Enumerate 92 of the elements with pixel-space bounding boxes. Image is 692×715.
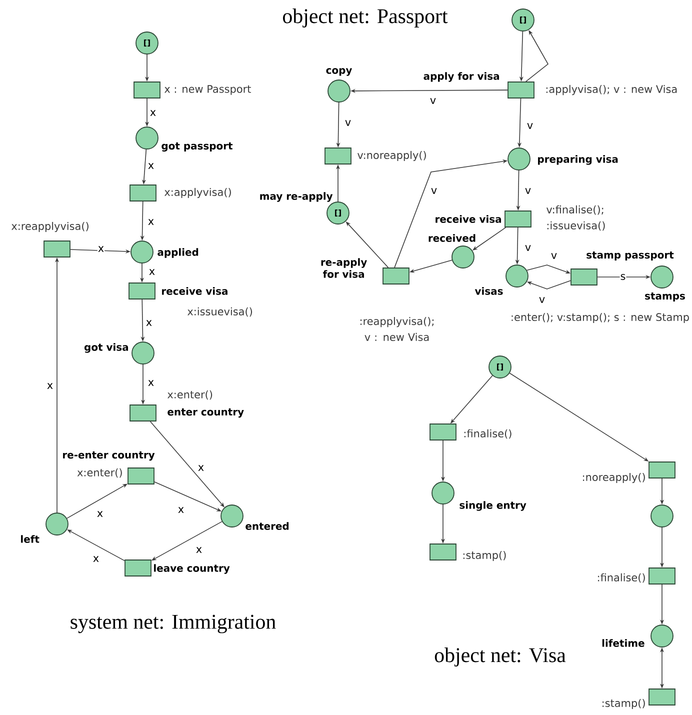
edge-label: x: [148, 268, 156, 276]
edge-label: s: [620, 274, 626, 280]
place-circle: [506, 264, 528, 288]
edge-label: x: [149, 110, 157, 116]
transition-box: [430, 544, 456, 560]
edge-label: v: [524, 244, 532, 252]
place-circle: [136, 126, 158, 150]
node-label: may re-apply: [260, 192, 333, 202]
place-circle: [130, 240, 154, 264]
edge-label: v: [550, 252, 558, 260]
transition-box: [130, 404, 156, 422]
node-label: enter country: [168, 408, 244, 418]
transition-box: [508, 82, 534, 98]
place-circle: [328, 80, 350, 102]
node-label: x:reapplyvisa(): [12, 222, 88, 232]
edge-label: x: [147, 218, 155, 226]
node-label: v:noreapply(): [358, 150, 426, 162]
place-circle: [650, 624, 674, 648]
edge-label: x: [92, 556, 100, 562]
place-circle: [46, 512, 68, 536]
node-label: left: [21, 535, 40, 543]
edge-label: x: [197, 464, 205, 472]
place-circle: [132, 342, 154, 364]
node-label: receive visa: [436, 215, 501, 223]
node-label: :finalise(): [598, 573, 645, 583]
node-label: receive visa: [162, 287, 228, 295]
edge-label: x: [195, 546, 203, 554]
edge-label: x: [177, 506, 185, 514]
node-label: x:enter(): [168, 390, 212, 400]
edge-label: v: [344, 120, 352, 126]
node-label: x : new Passport: [164, 85, 251, 95]
node-label: lifetime: [602, 639, 644, 647]
node-label: :stamp(): [602, 698, 645, 710]
edge-label: v: [538, 296, 546, 304]
edge-label: x: [147, 380, 155, 386]
transition-box: [382, 268, 410, 284]
edge-label: x: [147, 162, 155, 170]
place-circle: [650, 504, 674, 528]
net-title: object net: Visa: [434, 648, 566, 666]
node-label: applied: [158, 248, 198, 258]
node-label: :reapplyvisa(); v : new Visa: [360, 317, 434, 342]
transition-box: [44, 240, 70, 258]
transition-box: [324, 148, 352, 164]
node-label: stamp passport: [586, 251, 674, 261]
node-label: got visa: [84, 343, 128, 353]
net-title: system net: Immigration: [70, 614, 276, 634]
node-label: preparing visa: [538, 155, 618, 165]
transition-box: [430, 424, 456, 440]
node-label: single entry: [460, 501, 526, 511]
net-title: object net: Passport: [283, 8, 448, 28]
node-label: entered: [246, 522, 289, 530]
transition-box: [648, 688, 676, 706]
place-circle: [432, 482, 454, 504]
node-label: :enter(); v:stamp(); s : new Stamp: [512, 312, 689, 324]
node-label: re-apply for visa: [321, 258, 367, 278]
node-label: x:enter(): [77, 468, 122, 478]
transition-box: [570, 268, 598, 286]
node-label: copy: [326, 68, 352, 76]
edge-label: x: [46, 382, 54, 390]
node-label: leave country: [154, 564, 230, 574]
transition-box: [128, 468, 154, 484]
transition-box: [648, 462, 676, 478]
node-label: :finalise(): [464, 429, 512, 439]
edge-label: v: [429, 98, 437, 104]
transition-box: [130, 184, 156, 202]
node-label: :stamp(): [463, 550, 506, 562]
node-label: visas: [474, 287, 503, 295]
place-circle: [508, 148, 530, 170]
node-label: v:finalise(); :issuevisa(): [546, 205, 605, 231]
node-label: got passport: [162, 142, 233, 152]
node-label: re-enter country: [63, 451, 155, 461]
node-label: stamps: [645, 292, 685, 302]
edge-label: v: [526, 122, 534, 130]
edge-label: x: [97, 246, 105, 252]
edge-label: v: [430, 188, 438, 194]
transition-box: [648, 568, 676, 584]
place-circle: [452, 246, 474, 268]
transition-box: [134, 82, 160, 98]
transition-box: [128, 282, 156, 300]
node-label: :applyvisa(); v : new Visa: [546, 84, 677, 96]
place-circle: [650, 266, 674, 288]
transition-box: [504, 210, 532, 228]
node-label: x:issuevisa(): [188, 307, 252, 317]
edge-label: x: [96, 510, 104, 518]
node-label: received: [428, 234, 476, 242]
node-label: apply for visa: [424, 72, 500, 82]
node-label: :noreapply(): [583, 472, 645, 484]
transition-box: [124, 560, 152, 576]
edge-label: v: [524, 188, 532, 194]
edge-label: x: [145, 320, 153, 326]
place-circle: [220, 504, 244, 528]
node-label: x:applyvisa(): [164, 188, 231, 198]
